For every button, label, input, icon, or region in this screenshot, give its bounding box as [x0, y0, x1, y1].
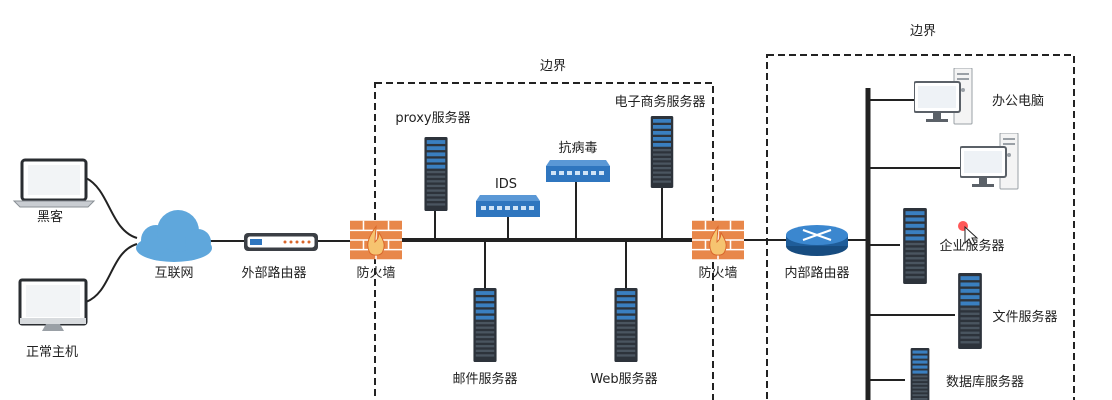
normal-host-monitor-icon [18, 278, 88, 331]
file-server-label: 文件服务器 [992, 309, 1057, 325]
antivirus-label: 抗病毒 [558, 141, 597, 156]
dmz-boundary-label: 边界 [540, 59, 566, 74]
internal-router-label: 内部路由器 [784, 265, 849, 281]
proxy-server-label: proxy服务器 [395, 110, 470, 126]
internal-boundary-label: 边界 [910, 24, 936, 39]
external-router-icon [244, 233, 318, 251]
normal-host-label: 正常主机 [26, 345, 78, 360]
antivirus-device-icon [546, 160, 610, 182]
web-server-label: Web服务器 [590, 371, 657, 387]
internal-boundary-box [766, 54, 1075, 400]
firewall-right-label: 防火墙 [698, 265, 737, 281]
hacker-label: 黑客 [37, 209, 63, 225]
ecommerce-server-label: 电子商务服务器 [614, 94, 705, 110]
firewall-left-icon [350, 220, 402, 260]
database-server-label: 数据库服务器 [946, 374, 1024, 390]
web-server-icon [614, 288, 638, 362]
mail-server-icon [473, 288, 497, 362]
ids-device-icon [476, 195, 540, 217]
office-pc-label: 办公电脑 [992, 94, 1044, 109]
external-router-label: 外部路由器 [241, 265, 306, 281]
firewall-right-icon [692, 220, 744, 260]
file-server-icon [958, 273, 982, 349]
mouse-cursor-icon [958, 221, 979, 246]
connection-lines [85, 88, 960, 400]
enterprise-server-icon [903, 208, 927, 284]
database-server-icon [910, 348, 930, 400]
ids-label: IDS [495, 177, 517, 192]
firewall-left-label: 防火墙 [356, 265, 395, 281]
office-pc-icon [914, 68, 973, 125]
internet-label: 互联网 [154, 266, 193, 281]
mail-server-label: 邮件服务器 [452, 371, 517, 387]
proxy-server-icon [424, 137, 448, 211]
internal-router-icon [786, 225, 848, 256]
ecommerce-server-icon [650, 116, 674, 188]
enterprise-server-label: 企业服务器 [939, 238, 1004, 254]
internet-cloud-icon [136, 210, 212, 262]
hacker-laptop-icon [12, 158, 96, 208]
office-pc-2-icon [960, 133, 1019, 190]
